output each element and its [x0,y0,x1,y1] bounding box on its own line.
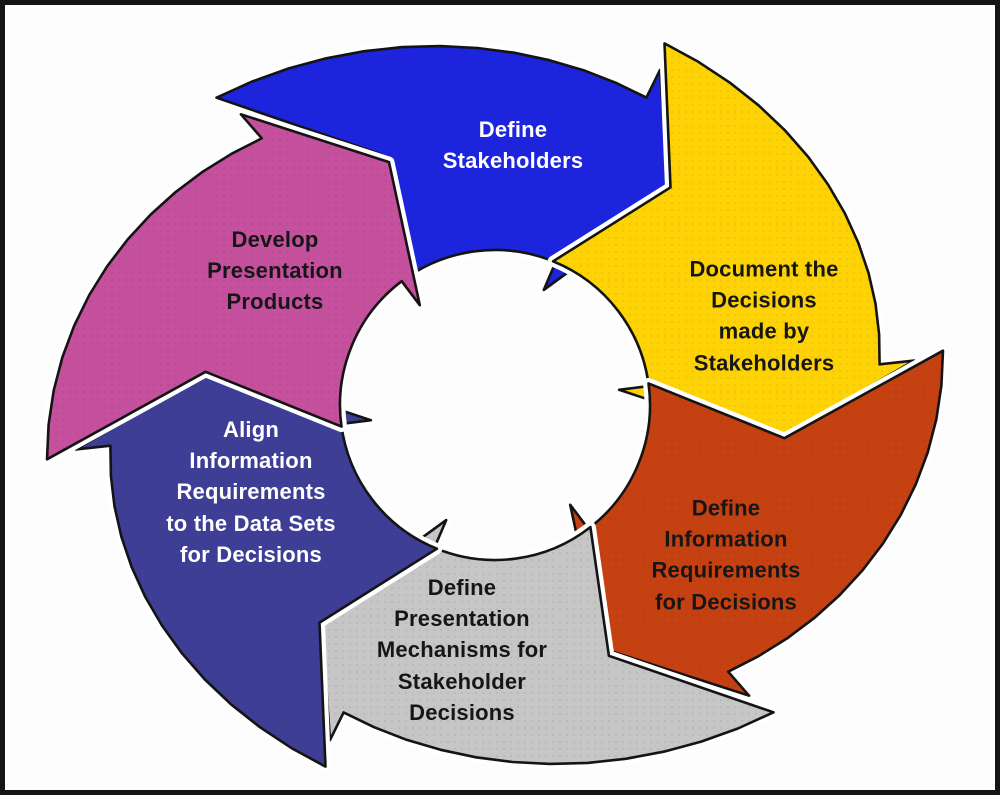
arrow-texture [570,350,943,696]
arrow-texture [320,520,774,764]
arrow-texture [216,46,670,290]
cycle-diagram [41,37,949,773]
arrow-texture [47,114,420,460]
arrow-texture [75,368,437,767]
arrow-texture [553,43,915,442]
arrow-ring [41,37,949,773]
